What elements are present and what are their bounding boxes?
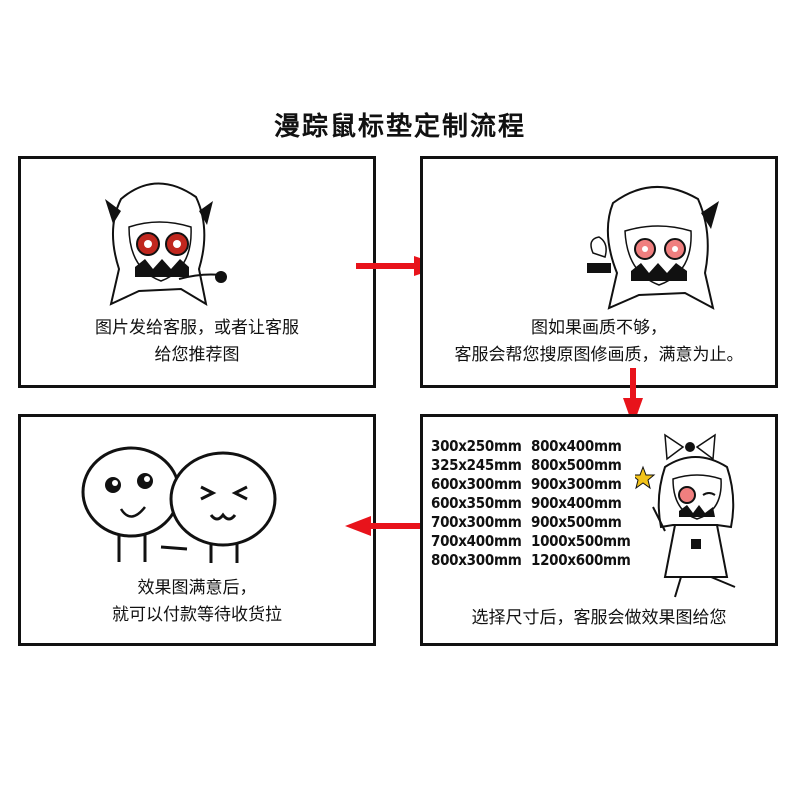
step-caption-4: 选择尺寸后，客服会做效果图给您 (471, 608, 727, 628)
arrow-down-icon (623, 368, 643, 426)
step-caption-1: 图片发给客服，或者让客服 给您推荐图 (95, 318, 299, 365)
page-title: 漫踪鼠标垫定制流程 (273, 112, 526, 142)
character-winking (635, 433, 736, 598)
stick-figures (81, 446, 277, 563)
step-caption-2: 图如果画质不够， 客服会帮您搜原图修画质，满意为止。 (454, 318, 744, 365)
character-pointing (105, 182, 227, 307)
character-holding (587, 186, 719, 310)
star-icon (635, 465, 656, 490)
step-panel-2: 图如果画质不够， 客服会帮您搜原图修画质，满意为止。 (420, 156, 778, 388)
step-panel-1: 图片发给客服，或者让客服 给您推荐图 (18, 156, 376, 388)
step-caption-3: 效果图满意后， 就可以付款等待收货拉 (112, 578, 282, 625)
arrow-left-icon (345, 516, 425, 536)
step-panel-3: 效果图满意后， 就可以付款等待收货拉 (18, 414, 376, 646)
